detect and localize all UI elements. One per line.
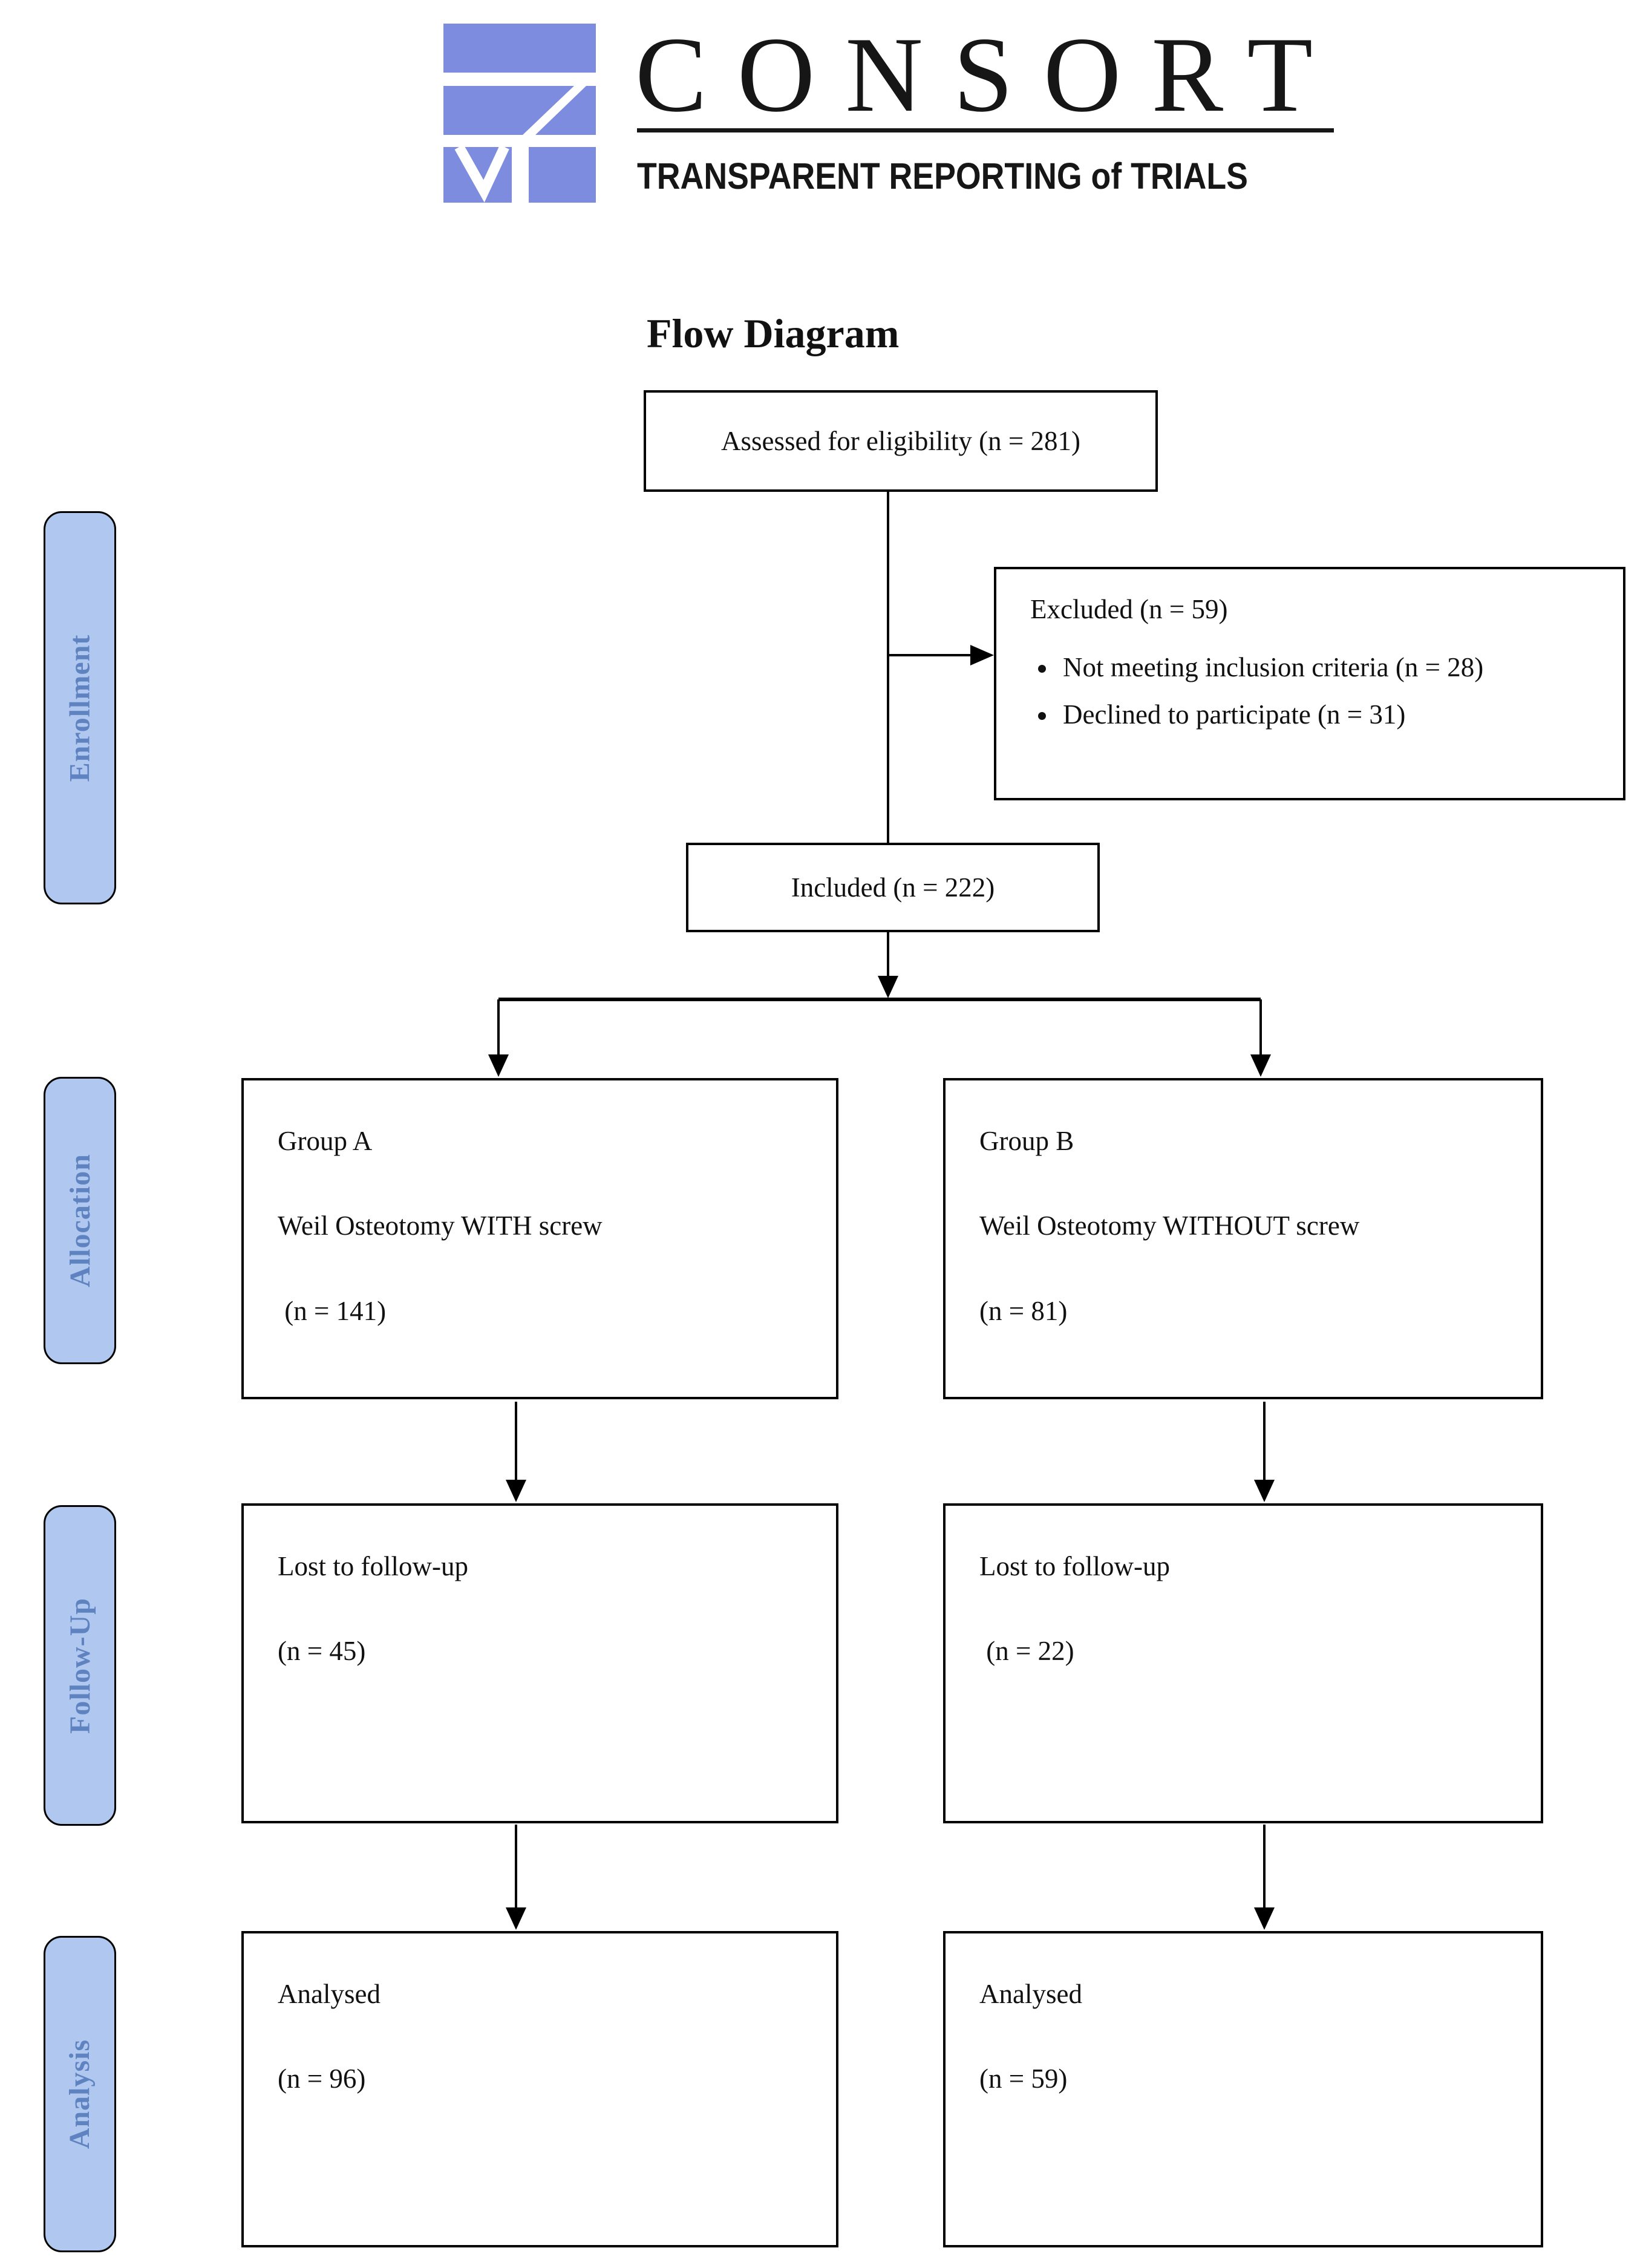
stage-label-allocation: Allocation: [44, 1077, 116, 1364]
consort-tagline: TRANSPARENT REPORTING of TRIALS: [637, 155, 1248, 197]
analysed-b-label: Analysed: [979, 1979, 1082, 2009]
lost-followup-a-count: (n = 45): [278, 1636, 366, 1667]
excluded-reason-item: Declined to participate (n = 31): [1058, 698, 1605, 731]
stage-label-enrollment-text: Enrollment: [64, 634, 96, 782]
excluded-reasons-list: Not meeting inclusion criteria (n = 28) …: [1030, 650, 1605, 731]
logo-check-tail: [523, 86, 586, 135]
arrowhead-excluded-icon: [970, 645, 994, 665]
arrowhead-branch-icon: [878, 976, 898, 998]
excluded-box: Excluded (n = 59) Not meeting inclusion …: [994, 567, 1625, 800]
logo-top-band: [443, 24, 596, 73]
logo-check-v: [454, 144, 509, 203]
consort-logo-mark-icon: [443, 24, 596, 203]
arrowhead-group-a-icon: [488, 1054, 509, 1077]
stage-label-analysis-text: Analysis: [64, 2039, 96, 2149]
logo-bottom-right-square: [529, 147, 596, 203]
group-a-box: Group A Weil Osteotomy WITH screw (n = 1…: [241, 1078, 838, 1399]
group-a-intervention: Weil Osteotomy WITH screw: [278, 1211, 603, 1241]
arrowhead-lost-a-icon: [506, 1480, 526, 1502]
group-a-count: (n = 141): [278, 1295, 387, 1326]
group-b-box: Group B Weil Osteotomy WITHOUT screw (n …: [943, 1078, 1543, 1399]
lost-followup-a-box: Lost to follow-up (n = 45): [241, 1503, 838, 1823]
arrowhead-analysed-a-icon: [506, 1907, 526, 1930]
assessed-eligibility-text: Assessed for eligibility (n = 281): [720, 425, 1081, 456]
analysed-a-box: Analysed (n = 96): [241, 1931, 838, 2247]
excluded-reason-item: Not meeting inclusion criteria (n = 28): [1058, 650, 1605, 684]
analysed-a-count: (n = 96): [278, 2064, 366, 2094]
stage-label-enrollment: Enrollment: [44, 511, 116, 904]
lost-followup-b-label: Lost to follow-up: [979, 1551, 1170, 1581]
assessed-eligibility-box: Assessed for eligibility (n = 281): [644, 390, 1158, 492]
group-a-name: Group A: [278, 1126, 373, 1156]
group-b-count: (n = 81): [979, 1295, 1068, 1326]
stage-label-analysis: Analysis: [44, 1936, 116, 2252]
analysed-b-count: (n = 59): [979, 2064, 1068, 2094]
analysed-a-label: Analysed: [278, 1979, 381, 2009]
arrowhead-lost-b-icon: [1254, 1480, 1275, 1502]
group-b-name: Group B: [979, 1126, 1074, 1156]
consort-wordmark: CONSORT: [635, 15, 1344, 134]
arrowhead-analysed-b-icon: [1254, 1907, 1275, 1930]
included-box: Included (n = 222): [686, 843, 1100, 932]
lost-followup-b-count: (n = 22): [979, 1636, 1074, 1667]
logo-underline: [637, 128, 1334, 132]
lost-followup-a-label: Lost to follow-up: [278, 1551, 468, 1581]
arrowhead-group-b-icon: [1250, 1054, 1271, 1077]
stage-label-followup: Follow-Up: [44, 1505, 116, 1826]
included-text: Included (n = 222): [791, 872, 995, 903]
excluded-title: Excluded (n = 59): [1030, 594, 1228, 624]
lost-followup-b-box: Lost to follow-up (n = 22): [943, 1503, 1543, 1823]
page-title: Flow Diagram: [647, 310, 900, 356]
stage-label-followup-text: Follow-Up: [64, 1597, 96, 1734]
stage-label-allocation-text: Allocation: [64, 1154, 96, 1287]
analysed-b-box: Analysed (n = 59): [943, 1931, 1543, 2247]
group-b-intervention: Weil Osteotomy WITHOUT screw: [979, 1211, 1360, 1241]
